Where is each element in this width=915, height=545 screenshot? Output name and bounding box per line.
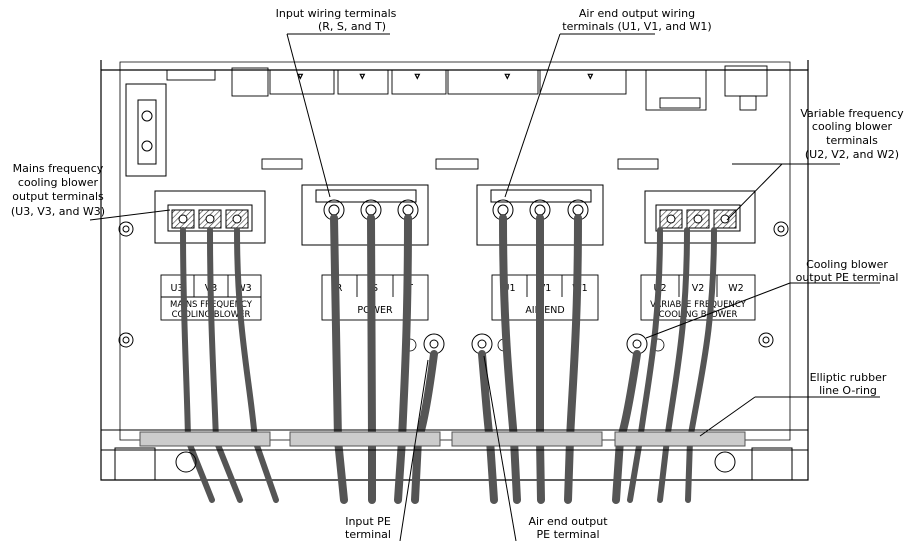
terminal-block-mains bbox=[154, 190, 266, 244]
callout-air-end-output-line1: Air end output wiring bbox=[579, 7, 695, 20]
label-w2: W2 bbox=[728, 283, 743, 294]
callout-air-end-output-line2: terminals (U1, V1, and W1) bbox=[562, 20, 711, 33]
callout-air-end-pe: Air end output PE terminal bbox=[528, 515, 608, 541]
callout-variable-freq-line4: (U2, V2, and W2) bbox=[805, 148, 899, 161]
top-connectors: ▽ ▽ ▽ ▽ ▽ bbox=[166, 65, 768, 111]
callout-air-end-pe-line2: PE terminal bbox=[536, 528, 599, 541]
callout-input-pe-line2: terminal bbox=[345, 528, 391, 541]
callout-o-ring-line1: Elliptic rubber bbox=[810, 371, 887, 384]
callout-cooling-pe-line2: output PE terminal bbox=[796, 271, 899, 284]
callout-o-ring: Elliptic rubber line O-ring bbox=[810, 371, 887, 397]
left-rail-terminal bbox=[125, 83, 167, 177]
callout-input-wiring-line1: Input wiring terminals bbox=[276, 7, 397, 20]
label-w3: W3 bbox=[236, 283, 251, 294]
svg-text:▽: ▽ bbox=[588, 73, 593, 80]
callout-variable-freq: Variable frequency cooling blower termin… bbox=[800, 107, 904, 161]
label-variable-line2: COOLING BLOWER bbox=[659, 310, 738, 320]
callout-air-end-output: Air end output wiring terminals (U1, V1,… bbox=[562, 7, 711, 33]
enclosure bbox=[100, 60, 809, 481]
callout-cooling-pe-line1: Cooling blower bbox=[806, 258, 888, 271]
callout-o-ring-line2: line O-ring bbox=[819, 384, 877, 397]
callout-mains-freq: Mains frequency cooling blower output te… bbox=[11, 162, 105, 218]
label-v2: V2 bbox=[692, 283, 705, 294]
callout-mains-freq-line1: Mains frequency bbox=[13, 162, 104, 175]
callout-variable-freq-line3: terminals bbox=[826, 134, 878, 147]
cables bbox=[180, 214, 717, 504]
callout-mains-freq-line3: output terminals bbox=[12, 190, 104, 203]
slots bbox=[261, 158, 659, 170]
callout-air-end-pe-line1: Air end output bbox=[528, 515, 608, 528]
svg-text:▽: ▽ bbox=[360, 73, 365, 80]
svg-text:▽: ▽ bbox=[415, 73, 420, 80]
callout-variable-freq-line2: cooling blower bbox=[812, 120, 893, 133]
callout-variable-freq-line1: Variable frequency bbox=[800, 107, 904, 120]
callout-input-wiring-line2: (R, S, and T) bbox=[318, 20, 386, 33]
callout-mains-freq-line4: (U3, V3, and W3) bbox=[11, 205, 105, 218]
svg-text:▽: ▽ bbox=[298, 73, 303, 80]
pe-terminals bbox=[423, 333, 648, 355]
mounting-screws bbox=[118, 221, 789, 348]
terminal-block-variable bbox=[644, 190, 756, 244]
callout-cooling-pe: Cooling blower output PE terminal bbox=[796, 258, 899, 284]
label-variable-line1: VARIABLE FREQUENCY bbox=[650, 300, 747, 310]
callout-input-pe: Input PE terminal bbox=[345, 515, 391, 541]
label-u3: U3 bbox=[171, 283, 184, 294]
callout-input-pe-line1: Input PE bbox=[345, 515, 391, 528]
svg-text:▽: ▽ bbox=[505, 73, 510, 80]
o-ring-strip bbox=[100, 429, 809, 481]
label-air-end: AIR END bbox=[525, 305, 564, 316]
leader-lines bbox=[89, 33, 880, 542]
label-u1: U1 bbox=[503, 283, 516, 294]
label-v1: V1 bbox=[539, 283, 552, 294]
callout-mains-freq-line2: cooling blower bbox=[18, 176, 99, 189]
callout-input-wiring: Input wiring terminals (R, S, and T) bbox=[276, 7, 397, 33]
